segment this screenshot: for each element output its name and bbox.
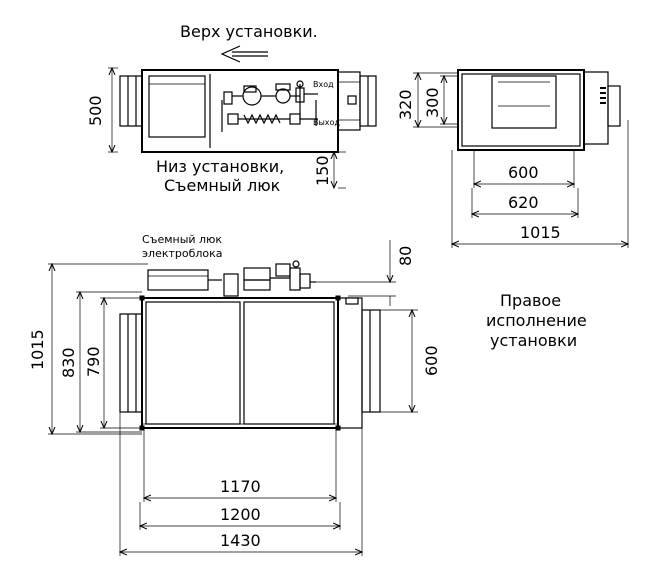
- dim-front-80-value: 80: [396, 246, 415, 266]
- dim-top-hatch: 150: [313, 152, 346, 188]
- dim-side-1015-value: 1015: [520, 223, 561, 242]
- pump-assembly-icon: [223, 260, 316, 297]
- dim-side-1015: 1015: [452, 120, 628, 248]
- dim-side-300: 300: [423, 76, 458, 124]
- side-view: 320 300 600 620 1015: [396, 69, 628, 248]
- dim-top-hatch-value: 150: [313, 155, 332, 186]
- direction-arrow-icon: [220, 45, 268, 63]
- dim-front-830-value: 830: [59, 347, 78, 378]
- dim-front-1015: 1015: [28, 264, 148, 434]
- terminal-block-icon: [600, 87, 606, 104]
- top-side-label: Верх установки.: [180, 22, 318, 41]
- top-view: Верх установки. 500: [86, 22, 377, 195]
- right-version-line-3: установки: [490, 331, 577, 350]
- electro-hatch-label-1: Съемный люк: [142, 233, 222, 246]
- right-version-line-1: Правое: [500, 291, 561, 310]
- dim-front-600-value: 600: [422, 345, 441, 376]
- dim-side-300-value: 300: [423, 87, 442, 118]
- inlet-label: Вход: [313, 80, 334, 89]
- valve-assembly-icon: [221, 80, 318, 132]
- dim-side-620-value: 620: [508, 193, 539, 212]
- dim-front-1170-value: 1170: [220, 477, 261, 496]
- bottom-side-label-1: Низ установки,: [156, 157, 284, 176]
- dim-side-600-value: 600: [508, 163, 539, 182]
- right-version-label: Правое исполнение установки: [486, 291, 587, 350]
- dim-front-790: 790: [84, 298, 142, 428]
- dim-front-1200: 1200: [140, 502, 340, 530]
- dim-front-1015-value: 1015: [28, 329, 47, 370]
- dim-front-600: 600: [380, 310, 441, 412]
- dim-front-1430-value: 1430: [220, 531, 261, 550]
- dim-front-790-value: 790: [84, 346, 103, 377]
- dim-top-height: 500: [86, 68, 118, 152]
- dim-front-80: 80: [316, 240, 415, 306]
- dim-side-600: 600: [474, 150, 574, 188]
- right-version-line-2: исполнение: [486, 311, 587, 330]
- dim-front-1430: 1430: [120, 412, 362, 556]
- outlet-label: Выход: [313, 118, 340, 127]
- electro-hatch-label-2: электроблока: [142, 247, 223, 260]
- dim-front-1200-value: 1200: [220, 505, 261, 524]
- dim-side-320-value: 320: [396, 89, 415, 120]
- bottom-side-label-2: Съемный люк: [164, 176, 281, 195]
- dim-side-320: 320: [396, 73, 458, 127]
- front-view: Съемный люк электроблока: [28, 233, 441, 556]
- dim-top-height-value: 500: [86, 95, 105, 126]
- dim-side-620: 620: [472, 188, 578, 218]
- dim-front-830: 830: [59, 292, 142, 432]
- dim-front-1170: 1170: [144, 430, 336, 502]
